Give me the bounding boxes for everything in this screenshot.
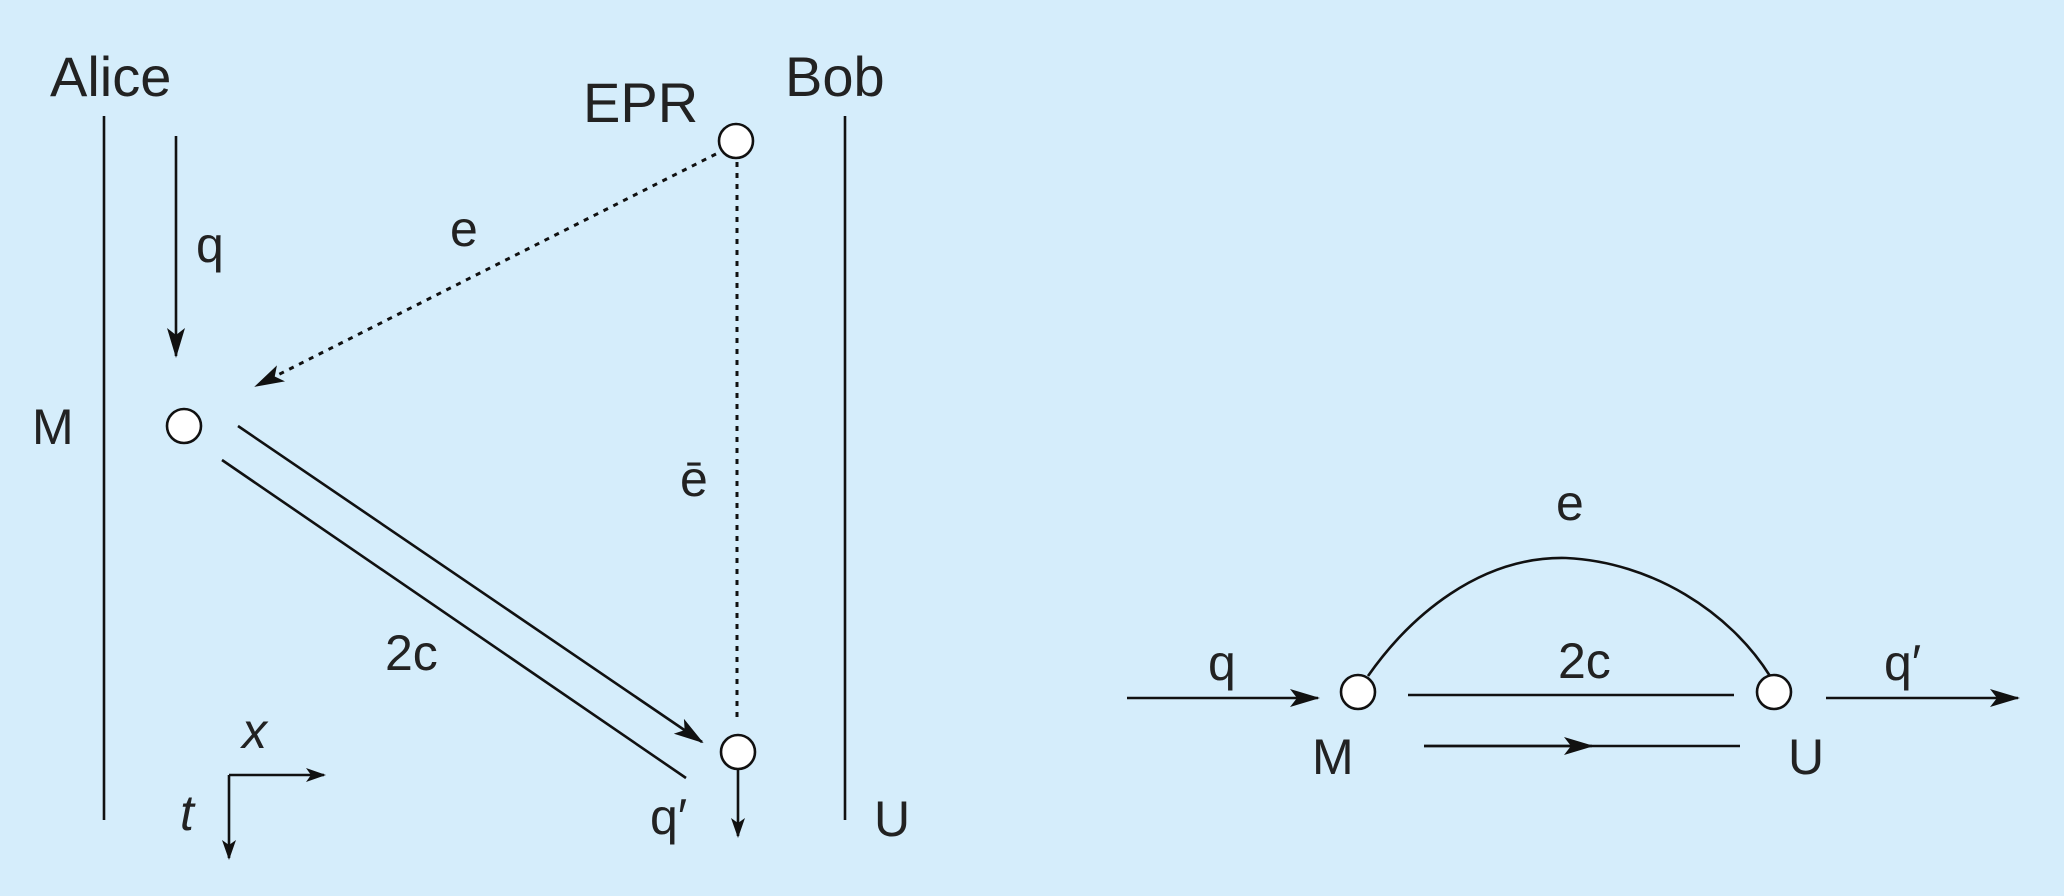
- t-axis-label: t: [180, 785, 196, 841]
- e-label: e: [450, 201, 478, 257]
- graph-m-node: [1339, 673, 1377, 711]
- ebar-label: ē: [680, 451, 708, 507]
- u-node: [719, 733, 757, 771]
- u-label: U: [874, 791, 910, 847]
- graph-q-label: q: [1208, 635, 1236, 691]
- epr-node: [717, 122, 755, 160]
- graph-m-label: M: [1312, 729, 1354, 785]
- e-dotted-arrow: [254, 152, 717, 388]
- twoc-label: 2c: [385, 625, 438, 681]
- axes-legend: x t: [180, 703, 326, 860]
- q-label: q: [196, 217, 224, 273]
- graph-e-arc: [1366, 556, 1772, 677]
- graph-diagram: q e 2c q′ M U: [1127, 475, 2020, 785]
- bob-label: Bob: [785, 45, 885, 108]
- graph-e-label: e: [1556, 475, 1584, 531]
- m-label: M: [32, 399, 74, 455]
- epr-label: EPR: [583, 71, 698, 134]
- qprime-label: q′: [650, 789, 687, 845]
- graph-twoc-label: 2c: [1558, 633, 1611, 689]
- graph-u-node: [1755, 673, 1793, 711]
- m-node: [165, 407, 203, 445]
- graph-qprime-label: q′: [1884, 635, 1921, 691]
- twoc-line-upper: [237, 424, 704, 744]
- twoc-line-lower: [221, 458, 687, 780]
- graph-u-label: U: [1788, 729, 1824, 785]
- spacetime-diagram: Alice Bob EPR M U q e ē 2c q′ x t: [32, 45, 910, 860]
- alice-label: Alice: [50, 45, 171, 108]
- x-axis-label: x: [240, 703, 269, 759]
